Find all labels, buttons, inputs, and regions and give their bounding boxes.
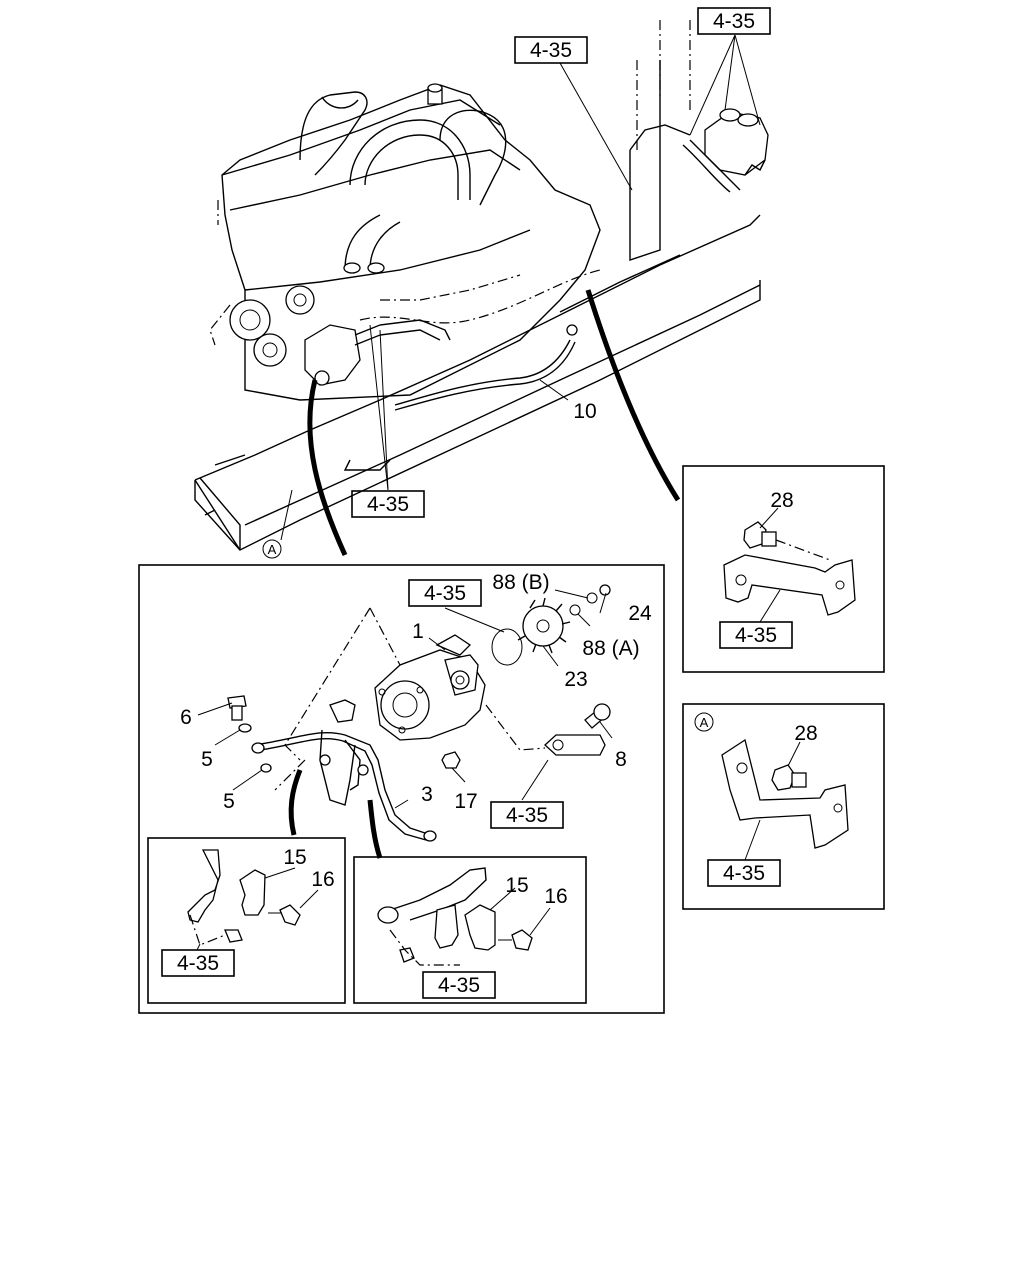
callout-bolt-28-bottom: 28: [794, 722, 817, 745]
callout-bolt-16-mid: 16: [544, 885, 567, 908]
view-a-marker-inset: [694, 712, 714, 732]
callout-washer-5a: 5: [201, 748, 213, 771]
callout-washer-5b: 5: [223, 790, 235, 813]
callout-nut-17: 17: [454, 790, 477, 813]
ref-label: 4-35: [177, 952, 219, 975]
ref-label: 4-35: [438, 974, 480, 997]
svg-text:A: A: [268, 542, 277, 557]
ref-box-pump-top: 4-35: [408, 579, 482, 607]
callout-washer-88a: 88 (A): [582, 637, 639, 660]
ref-box-top-center: 4-35: [514, 36, 588, 64]
inset-middle: 4-35: [353, 856, 587, 1004]
engine-illustration: [194, 20, 769, 557]
pump-detail: [197, 584, 613, 859]
callout-bolt-16-left: 16: [311, 868, 334, 891]
inset-right-bottom: A 4-35: [682, 703, 885, 910]
callout-gear: 23: [564, 668, 587, 691]
ref-label: 4-35: [424, 582, 466, 605]
ref-label: 4-35: [735, 624, 777, 647]
bolt-6: [227, 695, 247, 721]
callout-bolt-28-top: 28: [770, 489, 793, 512]
ref-label: 4-35: [713, 10, 755, 33]
bolt-8: [584, 703, 611, 729]
callout-clip-15-mid: 15: [505, 874, 528, 897]
view-a-marker: A: [262, 539, 282, 559]
ref-label: 4-35: [723, 862, 765, 885]
callout-nut-24: 24: [628, 602, 652, 625]
ref-box-pump-bottom: 4-35: [490, 801, 564, 829]
inset-right-top: 4-35: [682, 465, 885, 673]
callout-hose: 10: [573, 400, 596, 423]
ref-box-engine-center: 4-35: [351, 490, 425, 518]
callout-bolt-6: 6: [180, 706, 192, 729]
ref-label: 4-35: [367, 493, 409, 516]
callout-pump: 1: [412, 620, 424, 643]
inset-left: 4-35: [147, 837, 346, 1004]
callout-clip-15-left: 15: [283, 846, 306, 869]
pump-detail-frame: [138, 564, 665, 1014]
gear-23: [517, 597, 571, 654]
ref-label: 4-35: [530, 39, 572, 62]
svg-text:A: A: [700, 715, 709, 730]
ref-box-top-right: 4-35: [697, 7, 771, 35]
ref-label: 4-35: [506, 804, 548, 827]
callout-pipe: 3: [421, 783, 433, 806]
callout-washer-88b: 88 (B): [492, 571, 549, 594]
callout-bolt-8: 8: [615, 748, 627, 771]
engine-leaders: [280, 34, 761, 541]
